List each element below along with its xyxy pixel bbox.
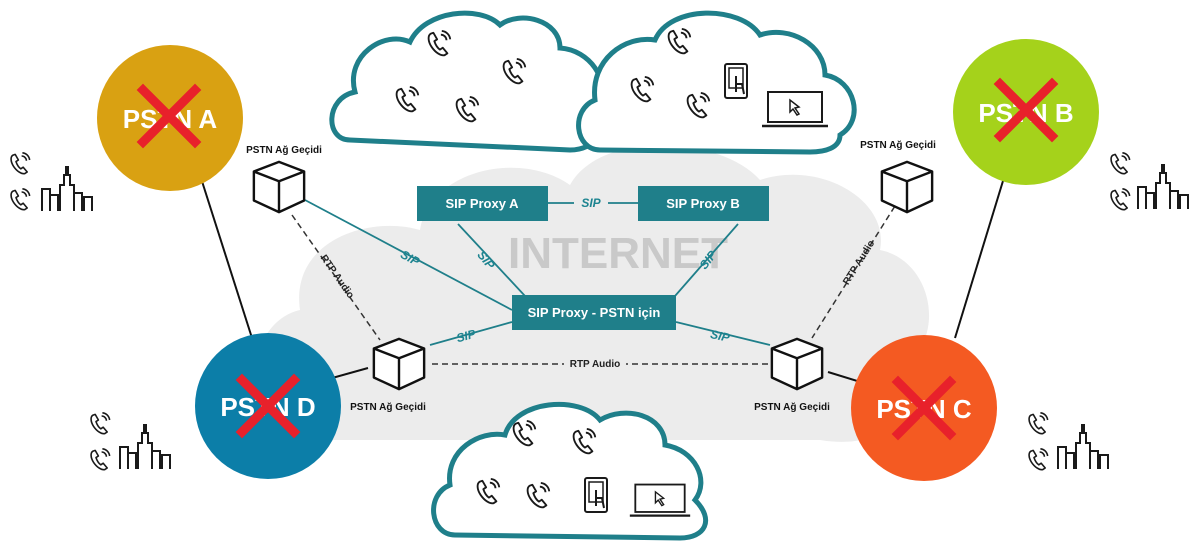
phone-icon: [90, 412, 111, 435]
pstn-d-subscribers: [90, 412, 172, 471]
phone-icon: [1028, 448, 1049, 471]
gateway-label-top-left: PSTN Ağ Geçidi: [246, 145, 322, 156]
phone-icon: [90, 448, 111, 471]
rtp-links: [291, 197, 901, 365]
cross-icon: [993, 77, 1059, 143]
device-cloud-top-right: [576, 10, 857, 155]
gateway-box-icon: [770, 337, 824, 391]
sip-label-left-lower: SIP: [455, 326, 478, 345]
sip-proxy-a-label: SIP Proxy A: [446, 196, 520, 211]
gateway-box-icon: [372, 337, 426, 391]
city-skyline-icon: [118, 423, 172, 471]
pstn-a-subscribers: [10, 152, 94, 213]
internet-cloud: [256, 145, 930, 442]
gateway-label-bottom-right: PSTN Ağ Geçidi: [754, 402, 830, 413]
gateway-label-top-right: PSTN Ağ Geçidi: [860, 140, 936, 151]
pstn-b: PSTN B: [953, 39, 1099, 185]
internet-label: INTERNET: [508, 229, 728, 278]
sip-proxy-pstn-label: SIP Proxy - PSTN için: [528, 305, 661, 320]
sip-proxy-a: SIP Proxy A: [417, 186, 548, 221]
gateway-label-bottom-left: PSTN Ağ Geçidi: [350, 402, 426, 413]
phone-icon: [1110, 152, 1131, 175]
svg-text:RTP Audio: RTP Audio: [570, 359, 621, 370]
svg-text:SIP: SIP: [581, 196, 601, 210]
device-cloud-top-left: [329, 10, 606, 153]
phone-icon: [1028, 412, 1049, 435]
pstn-d: PSTN D: [195, 333, 341, 479]
city-skyline-icon: [40, 165, 94, 213]
sip-proxy-b-label: SIP Proxy B: [666, 196, 739, 211]
phone-icon: [1110, 188, 1131, 211]
phone-icon: [10, 152, 31, 175]
pstn-c-subscribers: [1028, 412, 1110, 471]
pstn-a: PSTN A: [97, 45, 243, 191]
sip-proxy-pstn: SIP Proxy - PSTN için: [512, 295, 676, 330]
rtp-label-center: RTP Audio: [564, 357, 626, 370]
cross-icon: [235, 373, 301, 439]
sip-links: [304, 199, 771, 346]
pstn-b-subscribers: [1110, 152, 1190, 211]
pstn-c: PSTN C: [851, 335, 997, 481]
sip-label-right-lower: SIP: [709, 327, 732, 345]
cross-icon: [891, 375, 957, 441]
device-cloud-bottom: [431, 401, 709, 541]
phone-icon: [10, 188, 31, 211]
sip-label-top: SIP: [574, 196, 608, 210]
gateway-box-icon: [880, 160, 934, 214]
city-skyline-icon: [1136, 163, 1190, 211]
cross-icon: [136, 83, 202, 149]
gateway-box-icon: [252, 160, 306, 214]
city-skyline-icon: [1056, 423, 1110, 471]
sip-proxy-b: SIP Proxy B: [638, 186, 769, 221]
